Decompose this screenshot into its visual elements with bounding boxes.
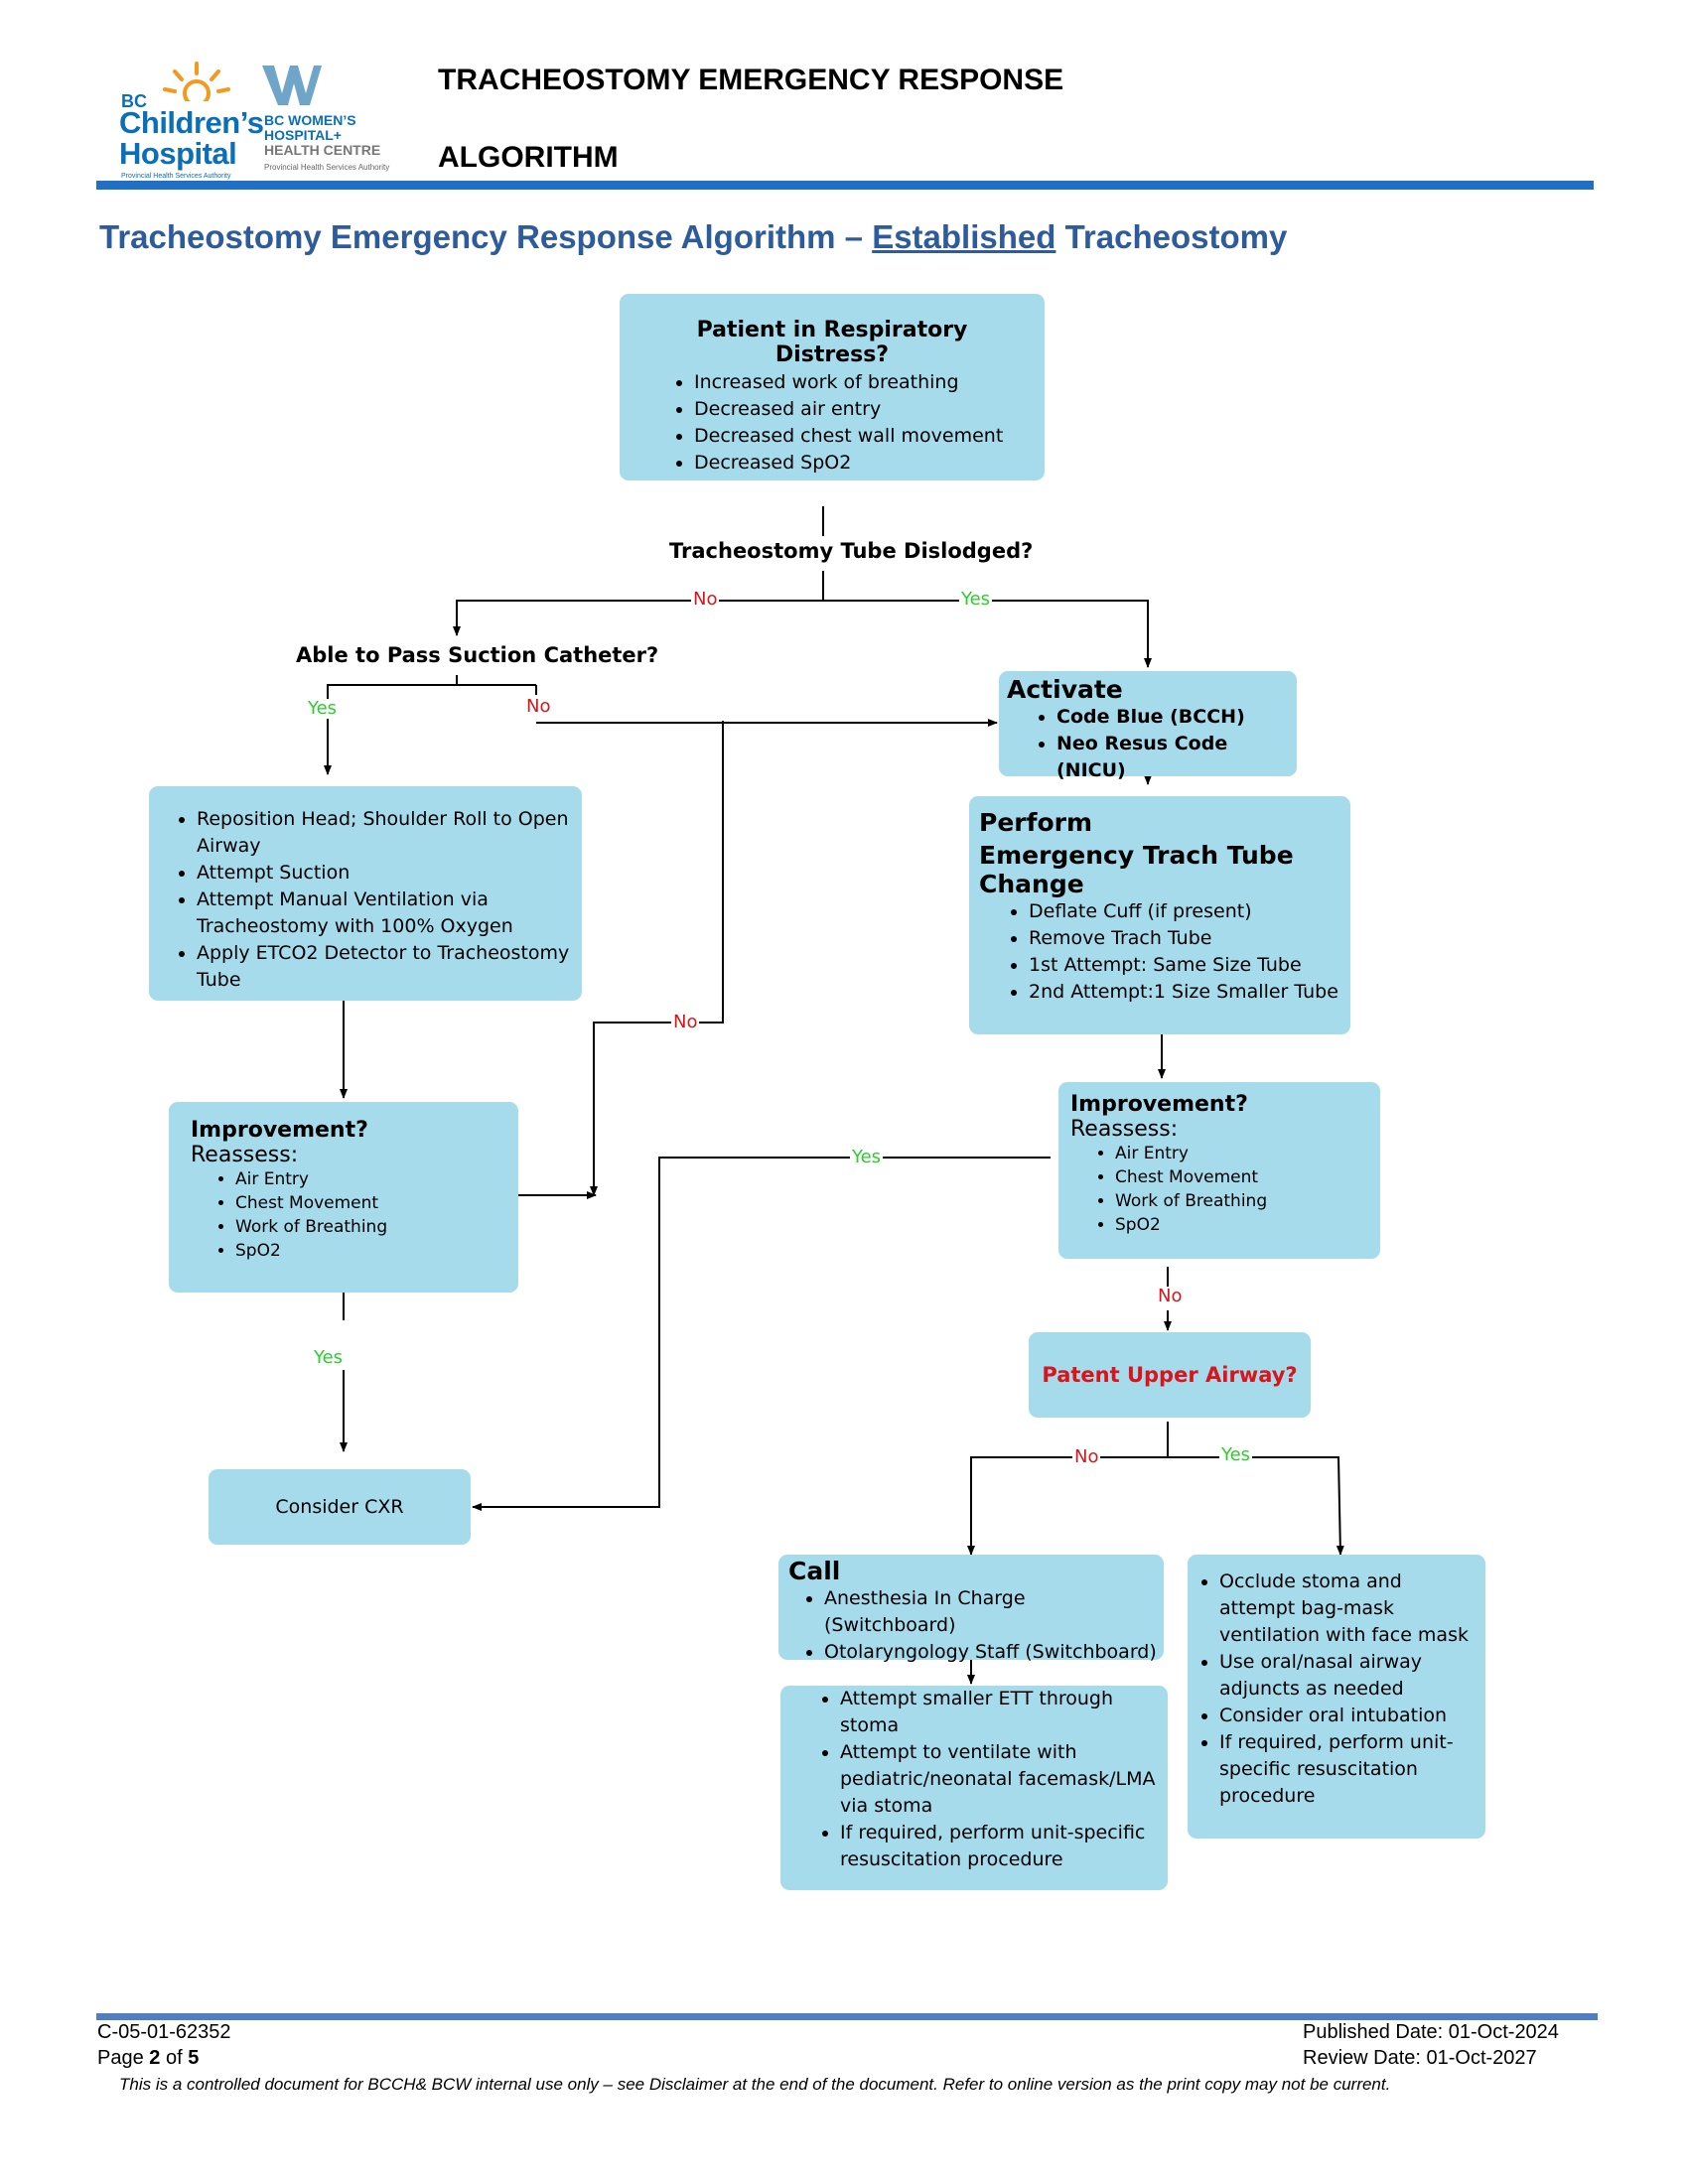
header-title-line1: TRACHEOSTOMY EMERGENCY RESPONSE [438,64,1064,96]
consider-cxr-box: Consider CXR [209,1469,471,1545]
edge-label-no: No [1156,1286,1185,1306]
list-item: Otolaryngology Staff (Switchboard) [824,1639,1158,1666]
page-title: Tracheostomy Emergency Response Algorith… [99,218,1288,255]
list-item: Consider oral intubation [1219,1703,1479,1729]
edge-label-yes: Yes [312,1347,346,1368]
list-item: Decreased SpO2 [694,450,1015,477]
list-item: Decreased chest wall movement [694,423,1015,450]
tube-dislodged-question: Tracheostomy Tube Dislodged? [669,539,1034,563]
smaller-ett-box: Attempt smaller ETT through stoma Attemp… [780,1686,1168,1890]
perform-title: Perform [979,808,1093,837]
list-item: Apply ETCO2 Detector to Tracheostomy Tub… [197,940,572,994]
list-item: Work of Breathing [235,1215,508,1239]
list-item: Attempt smaller ETT through stoma [840,1686,1158,1739]
respiratory-distress-title: Patient in Respiratory Distress? [696,318,968,367]
header-title-line2: ALGORITHM [438,141,619,174]
list-item: Increased work of breathing [694,369,1015,396]
edge-label-yes: Yes [1219,1444,1253,1465]
edge-label-no: No [671,1012,700,1032]
list-item: Decreased air entry [694,396,1015,423]
bcw-logo-sub: Provincial Health Services Authority [264,163,390,172]
list-item: Air Entry [235,1167,508,1191]
list-item: Chest Movement [1115,1165,1370,1189]
patent-airway-question: Patent Upper Airway? [1042,1363,1298,1387]
list-item: Code Blue (BCCH) [1056,704,1289,731]
activate-box: Activate Code Blue (BCCH) Neo Resus Code… [999,671,1297,781]
bcw-logo-name: BC WOMEN’S HOSPITAL+ HEALTH CENTRE [264,112,381,158]
list-item: If required, perform unit-specific resus… [1219,1729,1479,1810]
list-item: 1st Attempt: Same Size Tube [1029,952,1342,979]
call-box: Call Anesthesia In Charge (Switchboard) … [778,1555,1164,1663]
list-item: Work of Breathing [1115,1189,1370,1213]
review-date: Review Date: 01-Oct-2027 [1303,2047,1537,2069]
header-rule [96,181,1594,190]
respiratory-distress-box: Patient in Respiratory Distress? Increas… [620,294,1045,480]
list-item: Deflate Cuff (if present) [1029,898,1342,925]
footer-rule [96,2013,1598,2020]
edge-label-yes: Yes [959,589,993,610]
call-title: Call [788,1557,841,1585]
w-mark-icon [262,66,322,105]
edge-label-yes: Yes [850,1147,884,1167]
list-item: If required, perform unit-specific resus… [840,1820,1158,1873]
improvement-left-title: Improvement? [191,1118,368,1143]
published-date: Published Date: 01-Oct-2024 [1303,2021,1559,2043]
edge-label-no: No [1072,1446,1101,1467]
list-item: Attempt to ventilate with pediatric/neon… [840,1739,1158,1820]
improvement-right-box: Improvement? Reassess: Air Entry Chest M… [1058,1082,1380,1259]
edge-label-no: No [524,696,553,717]
patent-airway-box: Patent Upper Airway? [1029,1332,1311,1418]
reassess-label: Reassess: [1070,1117,1179,1142]
bcch-logo-bc: BC [121,91,147,111]
edge-label-yes: Yes [306,698,340,719]
edge-label-no: No [691,589,720,610]
list-item: SpO2 [235,1239,508,1263]
activate-title: Activate [1007,675,1123,704]
sun-icon [163,62,230,101]
list-item: Air Entry [1115,1142,1370,1165]
reassess-label: Reassess: [191,1143,299,1167]
disclaimer: This is a controlled document for BCCH& … [119,2075,1391,2094]
improvement-left-box: Improvement? Reassess: Air Entry Chest M… [169,1102,518,1293]
list-item: Use oral/nasal airway adjuncts as needed [1219,1649,1479,1703]
reposition-airway-box: Reposition Head; Shoulder Roll to Open A… [149,786,582,1001]
occlude-stoma-box: Occlude stoma and attempt bag-mask venti… [1188,1555,1485,1839]
list-item: Occlude stoma and attempt bag-mask venti… [1219,1569,1479,1649]
consider-cxr-label: Consider CXR [275,1496,404,1518]
suction-catheter-question: Able to Pass Suction Catheter? [296,643,659,667]
bcch-logo-sub: Provincial Health Services Authority [121,173,231,180]
trach-change-title: Emergency Trach Tube Change [979,841,1294,898]
list-item: Attempt Suction [197,860,572,887]
bcch-logo-name: Children’s Hospital [119,105,264,171]
list-item: Anesthesia In Charge (Switchboard) [824,1585,1158,1639]
doc-id: C-05-01-62352 [97,2021,231,2043]
list-item: Chest Movement [235,1191,508,1215]
list-item: Attempt Manual Ventilation via Tracheost… [197,887,572,940]
perform-trach-change-box: Perform Emergency Trach Tube Change Defl… [969,796,1350,1034]
list-item: 2nd Attempt:1 Size Smaller Tube [1029,979,1342,1006]
bcw-logo: BC WOMEN’S HOSPITAL+ HEALTH CENTRE Provi… [260,64,409,181]
improvement-right-title: Improvement? [1070,1092,1248,1117]
bcch-logo: BC Children’s Hospital Provincial Health… [117,62,266,180]
list-item: Remove Trach Tube [1029,925,1342,952]
list-item: SpO2 [1115,1213,1370,1237]
list-item: Neo Resus Code (NICU) [1056,731,1289,784]
page-number: Page 2 of 5 [97,2047,200,2069]
list-item: Reposition Head; Shoulder Roll to Open A… [197,806,572,860]
